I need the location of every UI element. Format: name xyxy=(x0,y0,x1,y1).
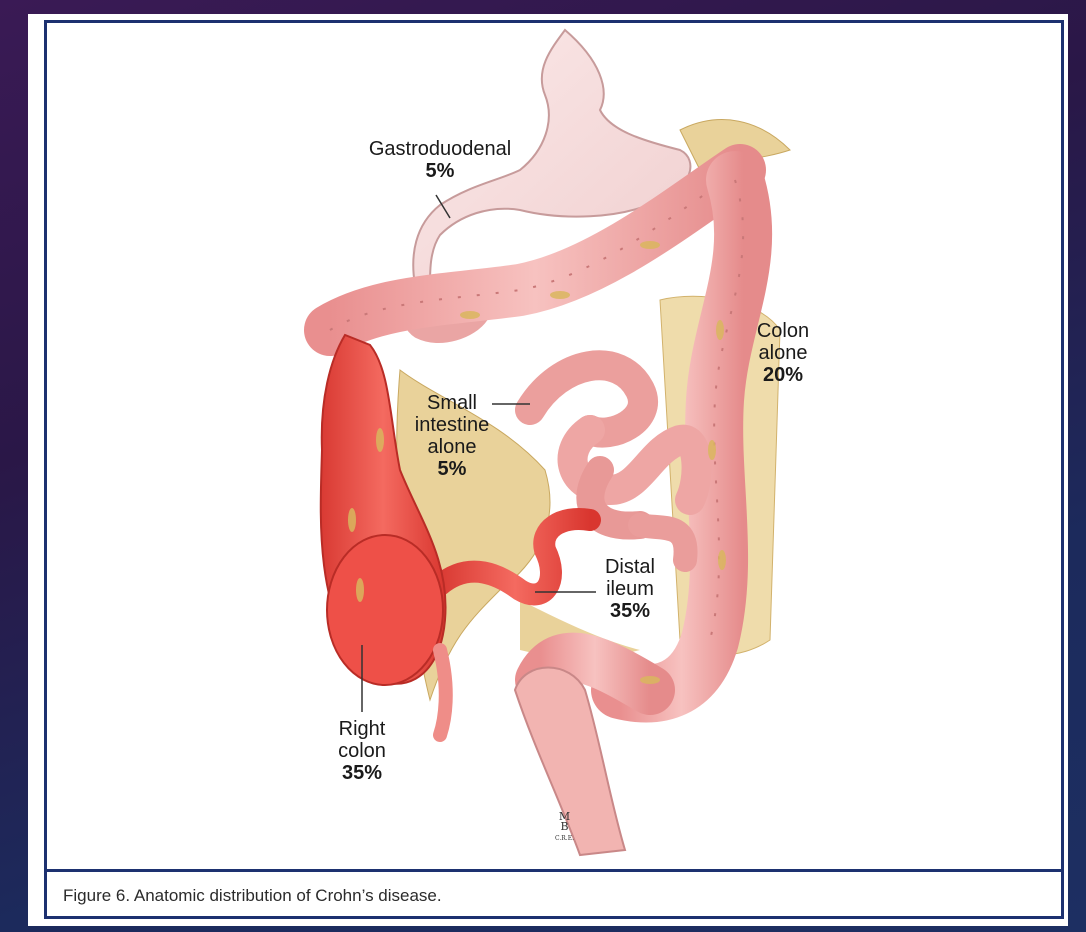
label-colon-alone-line1: Colon xyxy=(728,320,838,342)
label-colon-alone-percent: 20% xyxy=(728,364,838,386)
label-distal-ileum-line1: Distal xyxy=(580,556,680,578)
label-small-intestine-percent: 5% xyxy=(396,458,508,480)
label-gastroduodenal: Gastroduodenal 5% xyxy=(340,138,540,182)
label-small-intestine-line2: intestine xyxy=(396,414,508,436)
label-right-colon-line1: Right xyxy=(316,718,408,740)
label-distal-ileum-percent: 35% xyxy=(580,600,680,622)
label-small-intestine-line1: Small xyxy=(396,392,508,414)
label-right-colon-line2: colon xyxy=(316,740,408,762)
label-gastroduodenal-percent: 5% xyxy=(340,160,540,182)
label-distal-ileum: Distal ileum 35% xyxy=(580,556,680,622)
label-colon-alone-line2: alone xyxy=(728,342,838,364)
label-distal-ileum-line2: ileum xyxy=(580,578,680,600)
caption-panel: Figure 6. Anatomic distribution of Crohn… xyxy=(44,869,1064,919)
label-right-colon-percent: 35% xyxy=(316,762,408,784)
label-small-intestine-line3: alone xyxy=(396,436,508,458)
cecum xyxy=(327,535,443,685)
label-right-colon: Right colon 35% xyxy=(316,718,408,784)
label-colon-alone: Colon alone 20% xyxy=(728,320,838,386)
label-gastroduodenal-name: Gastroduodenal xyxy=(340,138,540,160)
figure-caption: Figure 6. Anatomic distribution of Crohn… xyxy=(63,886,442,906)
appendix xyxy=(440,650,446,735)
label-small-intestine: Small intestine alone 5% xyxy=(396,392,508,480)
